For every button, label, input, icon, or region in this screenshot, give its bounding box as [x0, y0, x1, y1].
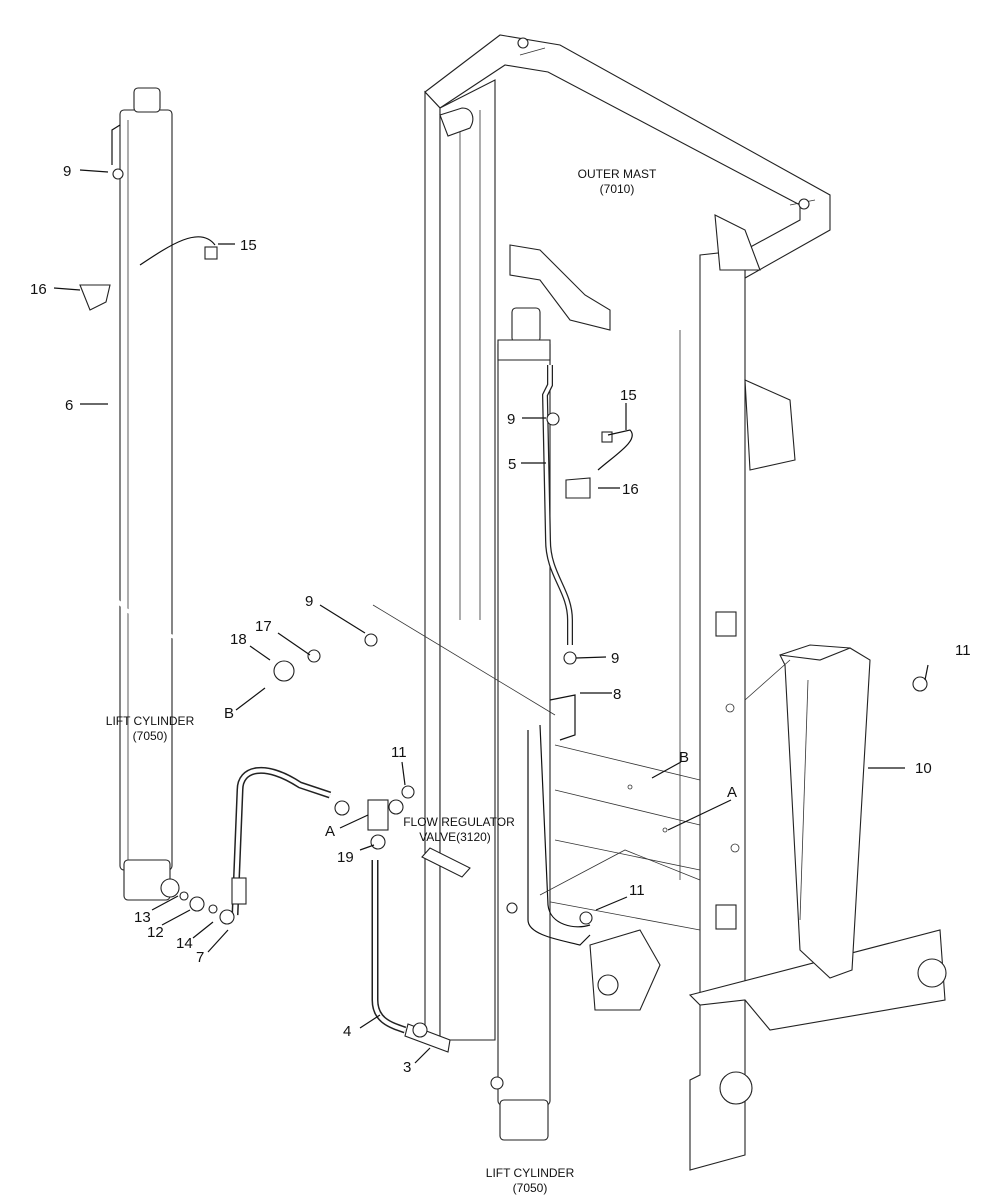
captions: OUTER MAST (7010) LIFT CYLINDER (7050) F…	[106, 167, 657, 1195]
callout-19: 19	[337, 849, 354, 866]
lift-cylinder-bottom-caption: LIFT CYLINDER	[486, 1166, 575, 1180]
fittings	[79, 168, 928, 1038]
outer-mast	[424, 34, 947, 1171]
flow-regulator-valve	[367, 799, 471, 878]
pipe-5	[541, 365, 573, 645]
leader-lines	[53, 169, 929, 1064]
outer-mast-caption: OUTER MAST	[578, 167, 657, 181]
callout-15: 15	[620, 387, 637, 404]
callout-a: A	[325, 823, 335, 840]
callout-b: B	[679, 749, 689, 766]
pipe-6	[106, 124, 377, 739]
callout-labels: 9 15 16 6 9 15 5 16 9 9 8 17 18 B 11 11 …	[30, 163, 971, 1076]
return-pipe	[527, 694, 591, 946]
callout-6: 6	[65, 397, 73, 414]
callout-12: 12	[147, 924, 164, 941]
hose-7	[231, 766, 332, 916]
callout-16: 16	[30, 281, 47, 298]
plate-10	[779, 644, 871, 979]
lift-cylinder-left-caption: LIFT CYLINDER	[106, 714, 195, 728]
callout-11: 11	[629, 882, 645, 899]
outer-mast-code: (7010)	[600, 182, 635, 196]
flow-regulator-code: VALVE(3120)	[419, 830, 491, 844]
callout-11: 11	[955, 642, 971, 659]
callout-18: 18	[230, 631, 247, 648]
callout-9: 9	[63, 163, 71, 180]
callout-17: 17	[255, 618, 272, 635]
lift-cylinder-left	[119, 87, 180, 901]
callout-14: 14	[176, 935, 193, 952]
callout-5: 5	[508, 456, 516, 473]
callout-16: 16	[622, 481, 639, 498]
callout-9: 9	[305, 593, 313, 610]
callout-a: A	[727, 784, 737, 801]
callout-9: 9	[611, 650, 619, 667]
lift-cylinder-bottom-code: (7050)	[513, 1181, 548, 1195]
callout-10: 10	[915, 760, 932, 777]
callout-15: 15	[240, 237, 257, 254]
lift-cylinder-right	[490, 307, 551, 1141]
callout-3: 3	[403, 1059, 411, 1076]
callout-4: 4	[343, 1023, 351, 1040]
lift-cylinder-left-code: (7050)	[133, 729, 168, 743]
callout-11: 11	[391, 744, 407, 761]
flow-regulator-caption: FLOW REGULATOR	[403, 815, 515, 829]
callout-7: 7	[196, 949, 204, 966]
callout-b: B	[224, 705, 234, 722]
callout-13: 13	[134, 909, 151, 926]
callout-9: 9	[507, 411, 515, 428]
callout-8: 8	[613, 686, 621, 703]
